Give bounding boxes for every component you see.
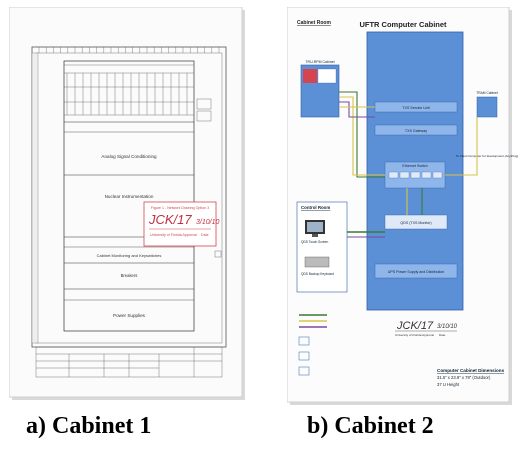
svg-text:Date: Date [201,233,209,237]
svg-text:Figure 1 - Network Drawing Opt: Figure 1 - Network Drawing Option 3 [151,206,209,210]
caption-cabinet-1: a) Cabinet 1 [26,413,152,439]
cabinet-2-drawing: Cabinet Room UFTR Computer Cabinet TXS S… [286,6,519,407]
caption-cabinet-2: b) Cabinet 2 [307,413,434,439]
stamp-date: 3/10/10 [196,219,219,226]
svg-text:University of Florida Approval: University of Florida Approval [395,333,434,337]
stamp-signature: JCK/17 [148,212,192,227]
section-breakers: Breakers [121,273,138,278]
dimensions-value: 31.5" x 23.9" x 78" (Outdoor) [437,375,491,380]
svg-text:3/10/10: 3/10/10 [437,324,458,330]
svg-text:QDS Backup Keyboard: QDS Backup Keyboard [301,272,334,276]
svg-text:To Client Computer for develop: To Client Computer for development (Anyt… [456,154,519,158]
section-analog: Analog Signal Conditioning [101,154,157,159]
dimensions-title: Computer Cabinet Dimensions [437,368,505,373]
svg-text:Ethernet Switch: Ethernet Switch [402,164,427,168]
monitor-icon [305,220,325,237]
svg-text:QDS (TXS Monitor): QDS (TXS Monitor) [400,221,431,225]
svg-text:TXS Service Unit: TXS Service Unit [402,106,429,110]
cabinet-1-drawing: Analog Signal Conditioning Nuclear Instr… [8,6,247,402]
section-monitoring: Cabinet Monitoring and Keyswitches [97,253,162,258]
svg-text:UPS Power Supply and Distribut: UPS Power Supply and Distribution [388,270,445,274]
approval-stamp-2: JCK/17 3/10/10 University of Florida App… [395,320,458,337]
svg-text:TRU-RPM Cabinet: TRU-RPM Cabinet [305,60,334,64]
approval-stamp: Figure 1 - Network Drawing Option 3 JCK/… [143,201,219,247]
svg-text:University of Florida Approval: University of Florida Approval [150,233,197,237]
svg-text:TRAM Cabinet: TRAM Cabinet [476,91,498,95]
section-nuclear: Nuclear Instrumentation [105,194,154,199]
svg-text:QDS Touch Screen: QDS Touch Screen [301,240,328,244]
section-power: Power Supplies [113,313,146,318]
keyboard-icon [304,256,330,268]
dimensions-height: 37 U Height [437,382,460,387]
cabinet-2-title: UFTR Computer Cabinet [359,20,447,29]
svg-text:TXS Gateway: TXS Gateway [405,129,427,133]
control-room-label: Control Room [301,205,330,210]
cabinet-room-label: Cabinet Room [297,20,331,26]
svg-text:Date: Date [439,333,446,337]
svg-text:JCK/17: JCK/17 [396,320,434,332]
